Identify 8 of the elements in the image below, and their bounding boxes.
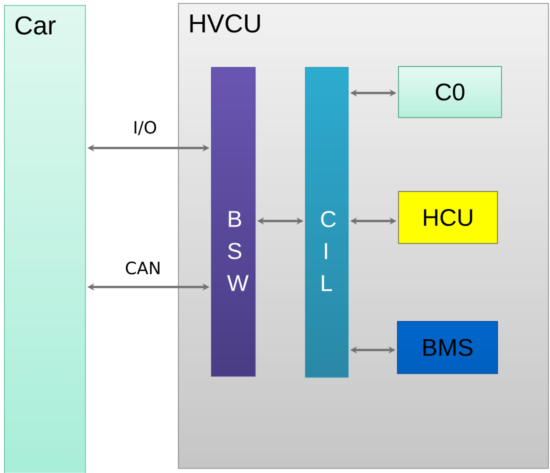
module-box: BMS <box>397 321 498 374</box>
system-panel: Car <box>4 5 86 473</box>
layer-bar: C I L <box>305 67 349 378</box>
module-box: HCU <box>398 191 498 244</box>
edge-label: CAN <box>126 262 160 274</box>
edge-label: I/O <box>134 120 156 136</box>
layer-bar: B S W <box>211 67 256 377</box>
module-box: C0 <box>398 66 502 118</box>
